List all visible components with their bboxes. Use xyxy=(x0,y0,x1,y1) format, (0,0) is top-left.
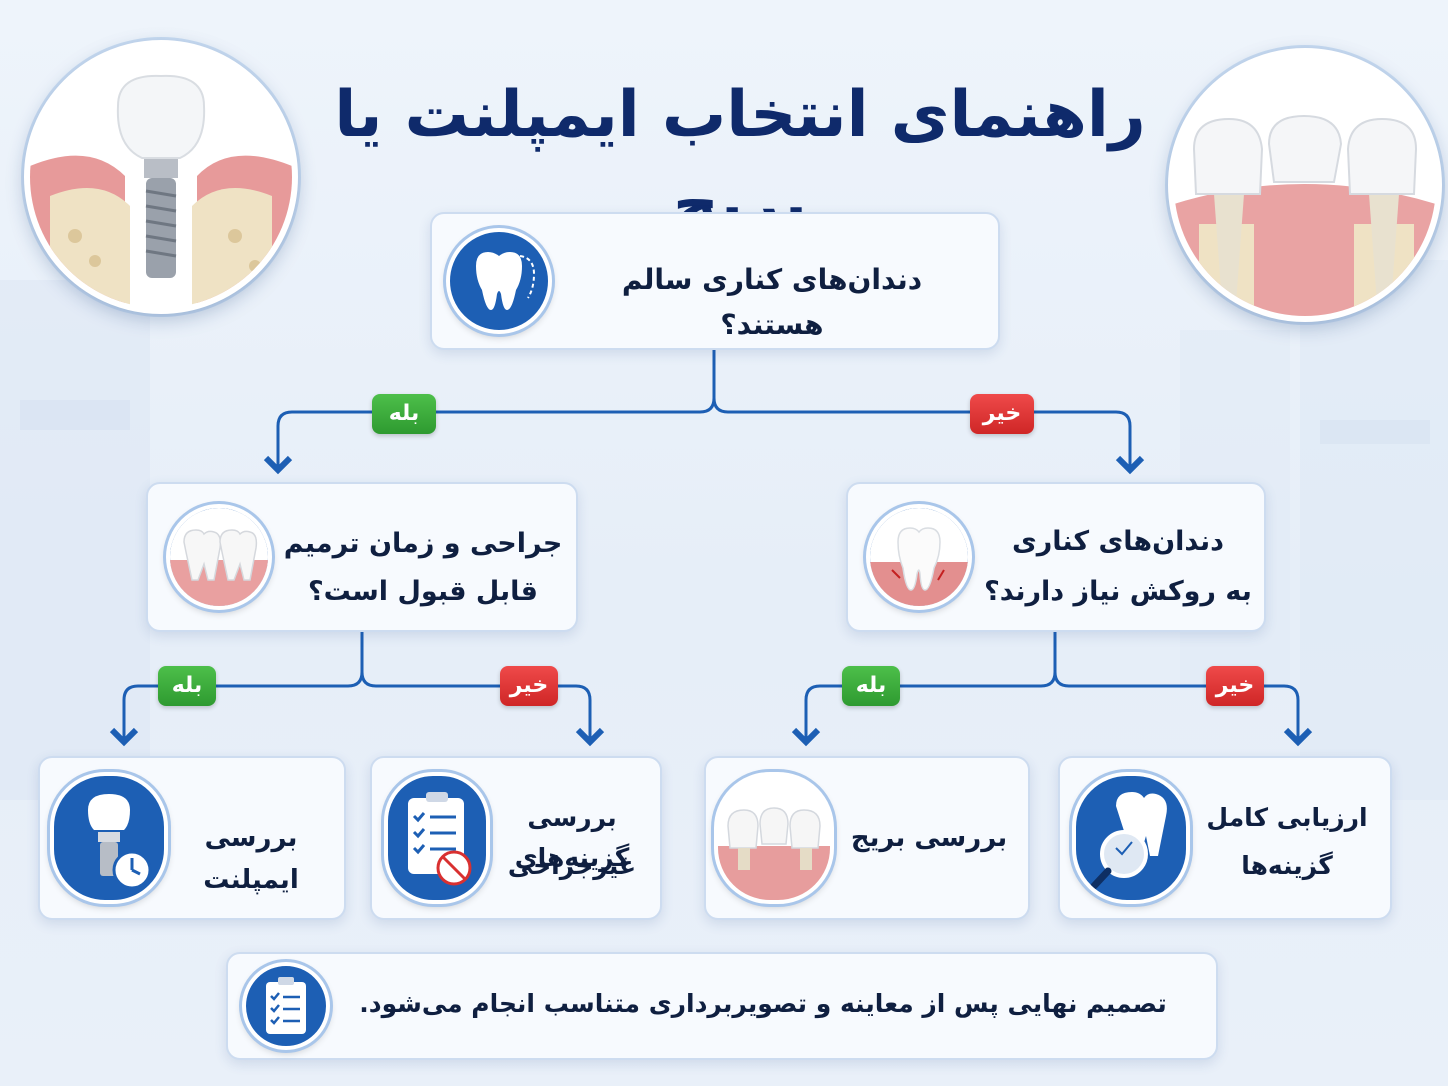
full-eval-line2: گزینه‌ها xyxy=(1241,851,1333,880)
left-question-box: جراحی و زمان ترمیم قابل قبول است؟ xyxy=(146,482,578,632)
root-question-box: دندان‌های کناری سالم هستند؟ xyxy=(430,212,1000,350)
root-question-text: دندان‌های کناری سالم هستند؟ xyxy=(621,263,923,341)
non-surgical-line2: غیرجراحی xyxy=(507,851,637,880)
implant-illustration xyxy=(24,40,298,314)
bridge-icon xyxy=(714,772,834,904)
no-badge: خیر xyxy=(970,394,1034,434)
yes-badge: بله xyxy=(372,394,436,434)
page-title: راهنمای انتخاب ایمپلنت یا بریج xyxy=(334,78,1146,242)
right-question-box: دندان‌های کناری به روکش نیاز دارند؟ xyxy=(846,482,1266,632)
teeth-gum-icon xyxy=(166,504,272,610)
yes-badge: بله xyxy=(842,666,900,706)
magnifier-tooth-icon xyxy=(1072,772,1190,904)
right-question-line2: به روکش نیاز دارند؟ xyxy=(984,576,1252,607)
yes-badge: بله xyxy=(158,666,216,706)
left-question-line1: جراحی و زمان ترمیم xyxy=(283,528,563,559)
implant-clock-icon xyxy=(50,772,168,904)
non-surgical-outcome-box: بررسی گزینه‌های غیرجراحی xyxy=(370,756,662,920)
footer-note-box: تصمیم نهایی پس از معاینه و تصویربرداری م… xyxy=(226,952,1218,1060)
footer-note-text: تصمیم نهایی پس از معاینه و تصویربرداری م… xyxy=(359,989,1167,1018)
bridge-outcome-text: بررسی بریج xyxy=(850,823,1008,853)
implant-outcome-text: بررسی ایمپلنت xyxy=(203,823,299,895)
damaged-tooth-icon xyxy=(866,504,972,610)
implant-outcome-box: بررسی ایمپلنت xyxy=(38,756,346,920)
bridge-illustration xyxy=(1168,48,1442,322)
tooth-icon xyxy=(446,228,552,334)
checklist-icon xyxy=(242,962,330,1050)
no-badge: خیر xyxy=(500,666,558,706)
right-question-line1: دندان‌های کناری xyxy=(1011,526,1225,557)
bridge-outcome-box: بررسی بریج xyxy=(704,756,1030,920)
no-badge: خیر xyxy=(1206,666,1264,706)
full-eval-outcome-box: ارزیابی کامل گزینه‌ها xyxy=(1058,756,1392,920)
non-surgical-line1: بررسی گزینه‌های xyxy=(514,803,630,872)
left-question-line2: قابل قبول است؟ xyxy=(308,576,538,607)
checklist-no-surgery-icon xyxy=(384,772,490,904)
full-eval-line1: ارزیابی کامل xyxy=(1206,803,1368,832)
